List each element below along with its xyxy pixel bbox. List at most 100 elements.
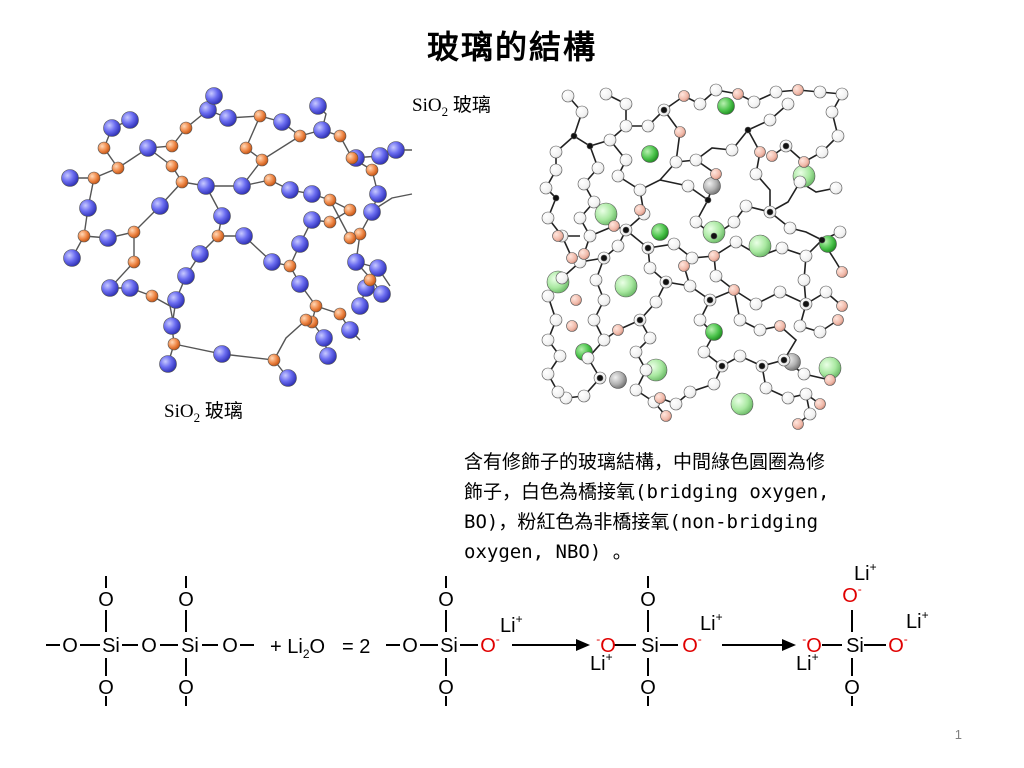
bridging-oxygen bbox=[619, 153, 633, 167]
oxygen-atom bbox=[87, 171, 101, 185]
bridging-oxygen bbox=[681, 179, 695, 193]
eq-oxygen: O bbox=[178, 677, 194, 699]
eq-silicon: Si bbox=[181, 635, 199, 657]
caption-line: 含有修飾子的玻璃結構，中間綠色圓圈為修 bbox=[464, 451, 826, 473]
silicon-atom bbox=[61, 169, 79, 187]
silicon-atom bbox=[103, 119, 121, 137]
label-text: 玻璃 bbox=[204, 401, 243, 422]
bridging-oxygen bbox=[541, 211, 555, 225]
silicon-atom bbox=[552, 194, 560, 202]
bridging-oxygen bbox=[825, 105, 839, 119]
bridging-oxygen bbox=[599, 87, 613, 101]
oxygen-atom bbox=[77, 229, 91, 243]
non-bridging-oxygen bbox=[578, 248, 590, 260]
eq-nbo-oxygen: O- bbox=[480, 632, 500, 657]
non-bridging-oxygen bbox=[566, 320, 578, 332]
bridging-oxygen bbox=[813, 85, 827, 99]
bridging-oxygen bbox=[799, 387, 813, 401]
eq-nbo-oxygen: O- bbox=[888, 632, 908, 657]
bridging-oxygen bbox=[707, 377, 721, 391]
silicon-atom bbox=[167, 291, 185, 309]
oxygen-atom bbox=[343, 203, 357, 217]
non-bridging-oxygen bbox=[792, 84, 804, 96]
silicon-atom bbox=[596, 374, 604, 382]
bridging-oxygen bbox=[575, 105, 589, 119]
bridging-oxygen bbox=[611, 239, 625, 253]
oxygen-atom bbox=[365, 163, 379, 177]
bridging-oxygen bbox=[669, 155, 683, 169]
oxygen-atom bbox=[323, 215, 337, 229]
bridging-oxygen bbox=[781, 97, 795, 111]
bridging-oxygen bbox=[683, 279, 697, 293]
oxygen-atom bbox=[239, 141, 253, 155]
silicon-atom bbox=[213, 345, 231, 363]
bridging-oxygen bbox=[813, 325, 827, 339]
oxygen-atom bbox=[175, 175, 189, 189]
non-bridging-oxygen bbox=[728, 284, 740, 296]
bridging-oxygen bbox=[759, 381, 773, 395]
formula-subscript: 2 bbox=[441, 103, 449, 119]
bridging-oxygen bbox=[747, 95, 761, 109]
eq-oxygen: O bbox=[222, 635, 238, 657]
silicon-atom bbox=[191, 245, 209, 263]
oxygen-atom bbox=[343, 231, 357, 245]
bridging-oxygen bbox=[541, 289, 555, 303]
bridging-oxygen bbox=[555, 271, 569, 285]
eq-lithium-ion: Li+ bbox=[590, 650, 613, 675]
silicon-atom bbox=[600, 254, 608, 262]
silicon-atom bbox=[303, 211, 321, 229]
bridging-oxygen bbox=[611, 169, 625, 183]
bridging-oxygen bbox=[709, 83, 723, 97]
eq-lithium-ion: Li+ bbox=[700, 610, 723, 635]
silicon-atom bbox=[710, 232, 718, 240]
modifier-ion bbox=[730, 392, 754, 416]
bridging-oxygen bbox=[793, 175, 807, 189]
bridging-oxygen bbox=[689, 153, 703, 167]
silicon-atom bbox=[758, 362, 766, 370]
silicon-atom bbox=[782, 142, 790, 150]
non-bridging-oxygen bbox=[678, 90, 690, 102]
eq-lithium-ion: Li+ bbox=[796, 650, 819, 675]
bridging-oxygen bbox=[769, 85, 783, 99]
arrow-2-head bbox=[782, 639, 796, 651]
oxygen-atom bbox=[255, 153, 269, 167]
modifier-ion bbox=[641, 145, 659, 163]
silicon-atom bbox=[818, 236, 826, 244]
bridging-oxygen bbox=[573, 211, 587, 225]
non-bridging-oxygen bbox=[608, 220, 620, 232]
silicon-atom bbox=[369, 259, 387, 277]
eq-oxygen: O bbox=[98, 589, 114, 611]
bridging-oxygen bbox=[589, 273, 603, 287]
eq-oxygen: O bbox=[178, 589, 194, 611]
oxygen-atom bbox=[293, 129, 307, 143]
silicon-atom bbox=[662, 278, 670, 286]
silicon-atom bbox=[279, 369, 297, 387]
bridging-oxygen bbox=[603, 133, 617, 147]
network-atoms bbox=[61, 87, 405, 387]
bridging-oxygen bbox=[541, 367, 555, 381]
silicon-atom bbox=[151, 197, 169, 215]
bridging-oxygen bbox=[819, 285, 833, 299]
bridging-oxygen bbox=[629, 345, 643, 359]
bridging-oxygen bbox=[753, 323, 767, 337]
bridging-oxygen bbox=[629, 383, 643, 397]
oxygen-atom bbox=[165, 159, 179, 173]
right-diagram-label: SiO2 玻璃 bbox=[412, 90, 491, 120]
eq-oxygen: O bbox=[62, 635, 78, 657]
eq-nbo-oxygen: -O bbox=[802, 632, 822, 657]
eq-oxygen: O bbox=[640, 677, 656, 699]
silicon-atom bbox=[780, 356, 788, 364]
eq-oxygen: O bbox=[98, 677, 114, 699]
formula-text: SiO bbox=[164, 401, 194, 422]
bridging-oxygen bbox=[803, 407, 817, 421]
non-bridging-oxygen bbox=[612, 324, 624, 336]
oxygen-atom bbox=[211, 229, 225, 243]
oxygen-atom bbox=[97, 141, 111, 155]
eq-nbo-oxygen: O- bbox=[682, 632, 702, 657]
silicon-atom bbox=[177, 267, 195, 285]
silicon-atom bbox=[622, 226, 630, 234]
bridging-oxygen bbox=[833, 225, 847, 239]
bridging-oxygen bbox=[693, 313, 707, 327]
bridging-oxygen bbox=[697, 345, 711, 359]
